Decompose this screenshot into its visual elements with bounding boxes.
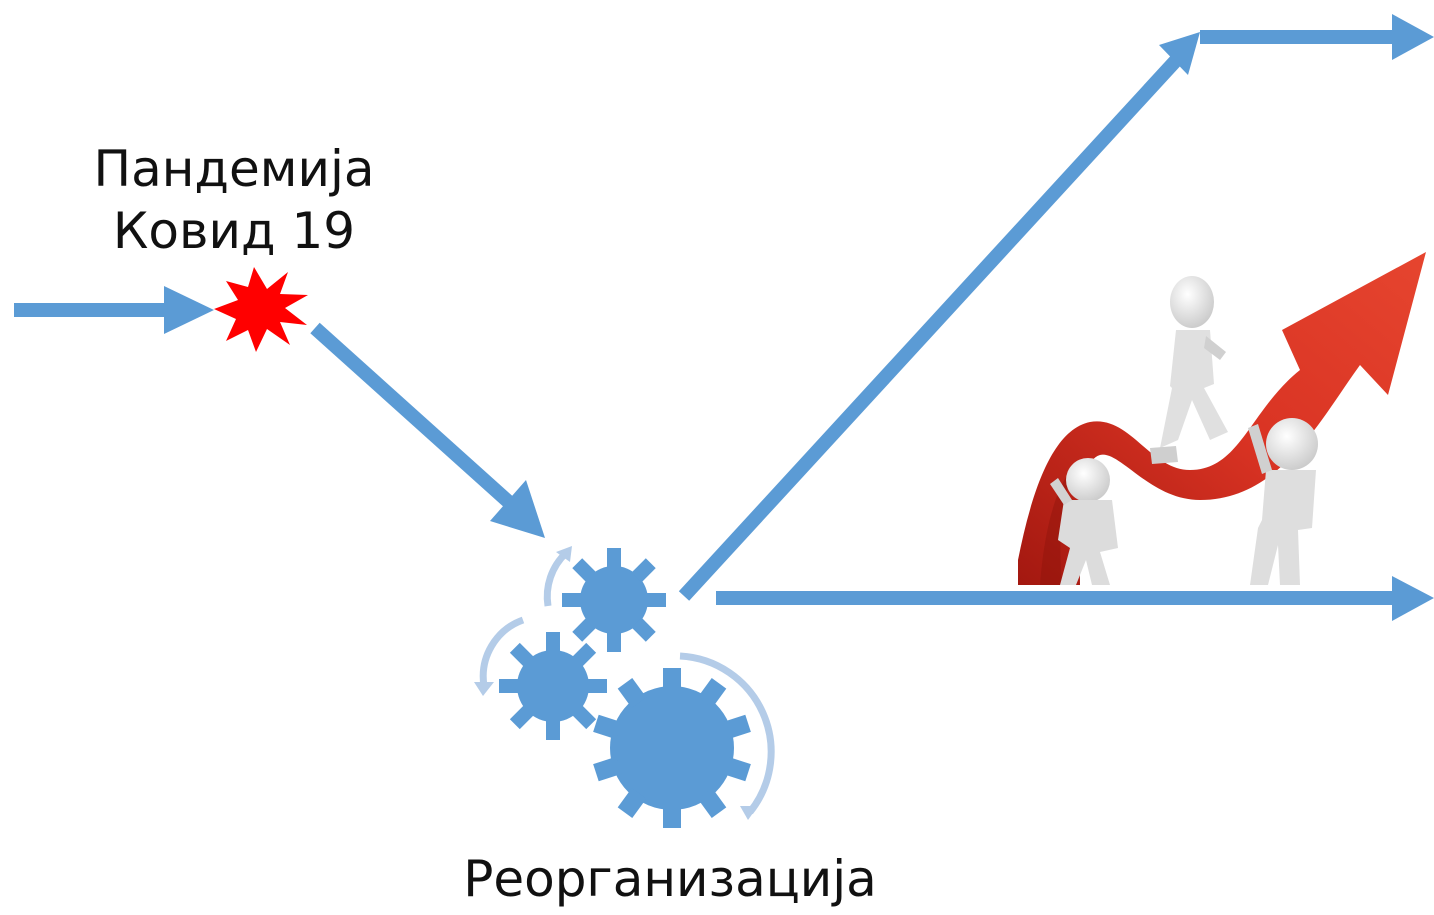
person-right	[1248, 418, 1318, 585]
teamwork-growth-arrow-illustration	[1018, 252, 1426, 585]
top-plateau-arrow	[1200, 14, 1434, 60]
incoming-arrow	[14, 286, 214, 334]
person-left	[1050, 458, 1118, 585]
event-label-line2: Ковид 19	[112, 202, 356, 260]
event-label-line1: Пандемија	[93, 140, 375, 198]
gears-icon	[474, 546, 775, 828]
explosion-icon	[214, 267, 308, 352]
person-middle	[1150, 276, 1228, 464]
decline-arrow	[310, 322, 545, 538]
baseline-arrow	[716, 576, 1434, 621]
event-label: Пандемија Ковид 19	[84, 138, 384, 262]
growth-arrow	[678, 32, 1200, 601]
process-label: Реорганизација	[463, 850, 877, 908]
